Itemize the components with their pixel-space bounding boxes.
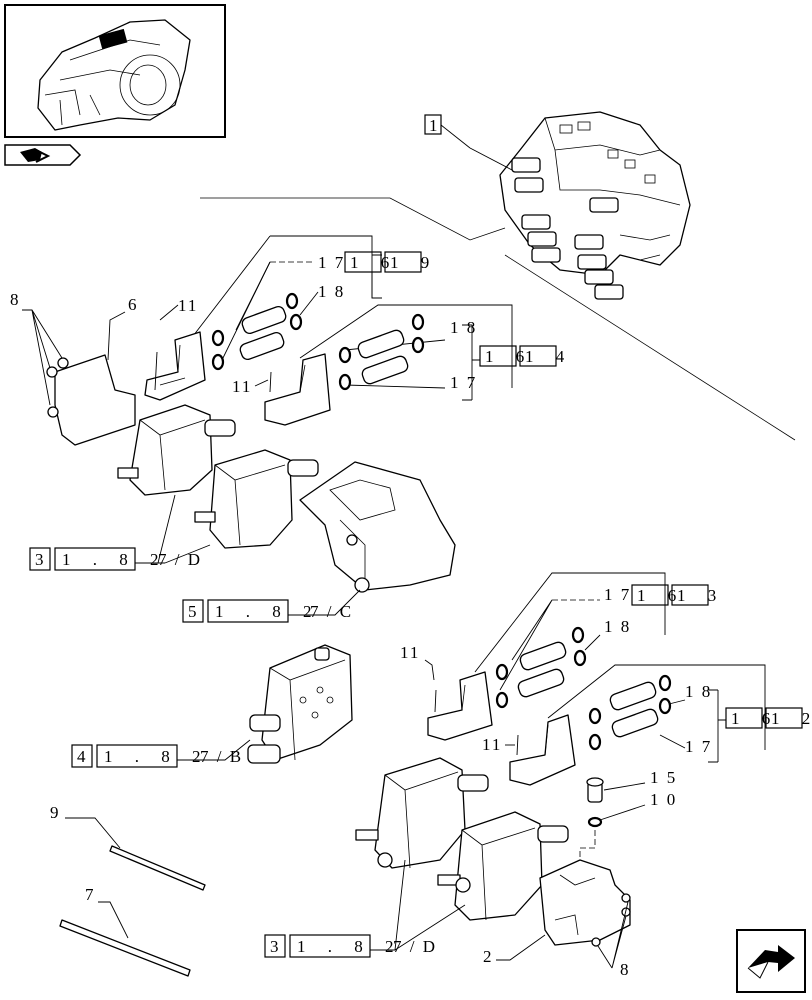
callout-19[interactable]: 1 9	[390, 253, 438, 272]
ref2-page[interactable]: 1 . 8 2	[215, 602, 321, 621]
end-cover-plate-lower-1	[427, 671, 493, 741]
callout-1[interactable]: 1	[429, 116, 440, 135]
callout-17c[interactable]: 1 7	[604, 585, 631, 604]
callout-16d[interactable]: 1 6	[731, 709, 779, 728]
callout-box-16b[interactable]	[479, 345, 517, 367]
callout-11d[interactable]: 11	[482, 735, 502, 754]
next-page-arrow-icon[interactable]	[736, 929, 806, 993]
callout-16b[interactable]: 1 6	[485, 347, 533, 366]
callout-box-19[interactable]	[384, 251, 422, 273]
plug-15	[586, 777, 604, 803]
ref4-tail[interactable]: 7 / D	[393, 937, 437, 956]
ref4-section-box[interactable]	[264, 934, 286, 958]
ref4-page-box[interactable]	[289, 934, 371, 958]
ref1-tail[interactable]: 7 / D	[158, 550, 202, 569]
ref3-section[interactable]: 4	[77, 747, 88, 766]
callout-box-13[interactable]	[671, 584, 709, 606]
callout-box-12[interactable]	[765, 707, 803, 729]
callout-18c[interactable]: 1 8	[604, 617, 631, 636]
callout-8b[interactable]: 8	[620, 960, 631, 979]
callout-12[interactable]: 1 2	[771, 709, 812, 728]
callout-box-16d[interactable]	[725, 707, 763, 729]
ref1-page[interactable]: 1 . 8 2	[62, 550, 168, 569]
callout-14[interactable]: 1 4	[525, 347, 573, 366]
callout-box-14[interactable]	[519, 345, 557, 367]
plug-fittings-mid	[338, 313, 425, 391]
callout-17b[interactable]: 1 7	[450, 373, 477, 392]
callout-16a[interactable]: 1 6	[350, 253, 398, 272]
inlet-cover	[299, 461, 456, 593]
callout-16c[interactable]: 1 6	[637, 586, 685, 605]
callout-6[interactable]: 6	[128, 295, 139, 314]
callout-2[interactable]: 2	[483, 947, 494, 966]
side-plate	[46, 354, 136, 446]
end-cover-plate-upper	[144, 331, 206, 401]
ref3-tail[interactable]: 7 / B	[200, 747, 243, 766]
control-valve-assembly	[499, 111, 691, 300]
callout-15[interactable]: 1 5	[650, 768, 677, 787]
callout-18d[interactable]: 1 8	[685, 682, 712, 701]
valve-section-upper-1	[117, 404, 236, 496]
plug-fittings-lower-2	[588, 674, 672, 751]
callout-17d[interactable]: 1 7	[685, 737, 712, 756]
ref2-page-box[interactable]	[207, 599, 289, 623]
tie-rod-9	[109, 845, 206, 891]
ref4-page[interactable]: 1 . 8 2	[297, 937, 403, 956]
tractor-transmission-thumbnail	[37, 19, 191, 131]
callout-11c[interactable]: 11	[400, 643, 420, 662]
ref2-tail[interactable]: 7 / C	[310, 602, 353, 621]
ref2-section[interactable]: 5	[188, 602, 199, 621]
plug-fittings-upper	[211, 292, 303, 371]
ref3-page-box[interactable]	[96, 744, 178, 768]
callout-7[interactable]: 7	[85, 885, 96, 904]
callout-11a[interactable]: 11	[178, 296, 198, 315]
end-cover-plate-lower-2	[509, 714, 576, 786]
ref3-page[interactable]: 1 . 8 2	[104, 747, 210, 766]
leader-1	[469, 147, 513, 171]
callout-box-16a[interactable]	[344, 251, 382, 273]
valve-section-middle	[247, 644, 353, 764]
previous-page-arrow-icon[interactable]	[4, 144, 82, 166]
callout-13[interactable]: 1 3	[677, 586, 725, 605]
callout-18a[interactable]: 1 8	[318, 282, 345, 301]
ref3-section-box[interactable]	[71, 744, 93, 768]
callout-17a[interactable]: 1 7	[318, 253, 345, 272]
ref2-section-box[interactable]	[182, 599, 204, 623]
end-plate-2	[539, 859, 631, 947]
valve-section-lower-1	[355, 757, 489, 869]
ref1-page-box[interactable]	[54, 547, 136, 571]
thumbnail-frame[interactable]	[4, 4, 226, 138]
callout-18b[interactable]: 1 8	[450, 318, 477, 337]
ref1-section[interactable]: 3	[35, 550, 46, 569]
valve-section-lower-2	[437, 811, 569, 921]
callout-10[interactable]: 1 0	[650, 790, 677, 809]
callout-11b[interactable]: 11	[232, 377, 252, 396]
end-cover-plate-mid	[264, 353, 331, 426]
plug-fittings-lower-1	[495, 626, 587, 709]
callout-box-1[interactable]	[424, 114, 442, 135]
ref1-section-box[interactable]	[29, 547, 51, 571]
seal-ring-10	[587, 816, 603, 828]
callout-9[interactable]: 9	[50, 803, 61, 822]
valve-section-upper-2	[194, 449, 319, 549]
callout-8a[interactable]: 8	[10, 290, 21, 309]
ref4-section[interactable]: 3	[270, 937, 281, 956]
tie-rod-7	[59, 919, 191, 977]
callout-box-16c[interactable]	[631, 584, 669, 606]
